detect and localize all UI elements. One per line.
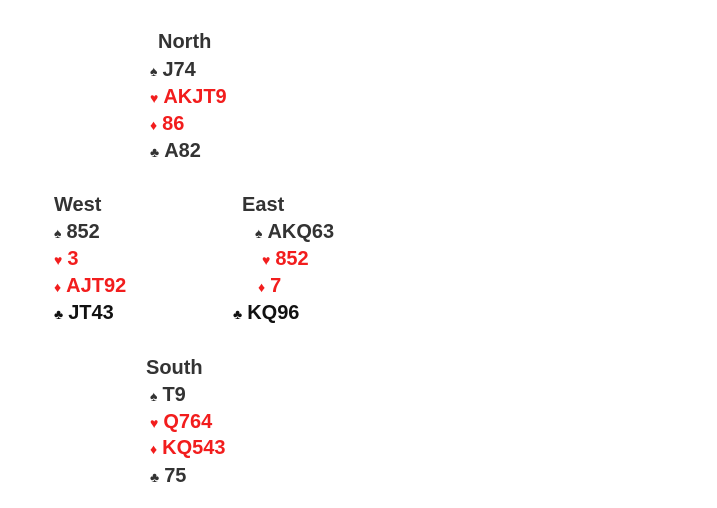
west-label: West bbox=[54, 194, 102, 216]
north-clubs: ♣A82 bbox=[150, 139, 201, 164]
south-hearts: ♥Q764 bbox=[150, 410, 212, 435]
south-diamonds: ♦KQ543 bbox=[150, 436, 226, 461]
east-hearts: ♥852 bbox=[262, 247, 309, 272]
north-hearts-cards: AKJT9 bbox=[163, 86, 227, 108]
north-spades: ♠J74 bbox=[150, 58, 196, 83]
west-diamonds-cards: AJT92 bbox=[66, 275, 127, 297]
diamond-icon: ♦ bbox=[150, 117, 158, 133]
spade-icon: ♠ bbox=[54, 225, 62, 241]
south-diamonds-cards: KQ543 bbox=[162, 437, 226, 459]
west-diamonds: ♦AJT92 bbox=[54, 274, 126, 299]
diamond-icon: ♦ bbox=[258, 279, 266, 295]
north-diamonds-cards: 86 bbox=[162, 113, 185, 135]
west-clubs-cards: JT43 bbox=[68, 302, 114, 324]
spade-icon: ♠ bbox=[150, 63, 158, 79]
diamond-icon: ♦ bbox=[54, 279, 62, 295]
north-clubs-cards: A82 bbox=[164, 140, 201, 162]
south-spades-cards: T9 bbox=[162, 384, 186, 406]
club-icon: ♣ bbox=[233, 306, 243, 322]
club-icon: ♣ bbox=[150, 144, 160, 160]
north-label: North bbox=[158, 31, 212, 53]
east-clubs: ♣KQ96 bbox=[233, 301, 299, 326]
west-hearts-cards: 3 bbox=[67, 248, 79, 270]
heart-icon: ♥ bbox=[150, 415, 159, 431]
east-diamonds-cards: 7 bbox=[270, 275, 282, 297]
east-hearts-cards: 852 bbox=[275, 248, 309, 270]
south-clubs-cards: 75 bbox=[164, 465, 187, 487]
spade-icon: ♠ bbox=[255, 225, 263, 241]
spade-icon: ♠ bbox=[150, 388, 158, 404]
east-spades: ♠AKQ63 bbox=[255, 220, 334, 245]
heart-icon: ♥ bbox=[54, 252, 63, 268]
south-hearts-cards: Q764 bbox=[163, 411, 213, 433]
heart-icon: ♥ bbox=[150, 90, 159, 106]
west-spades-cards: 852 bbox=[66, 221, 100, 243]
south-label: South bbox=[146, 357, 203, 379]
east-diamonds: ♦7 bbox=[258, 274, 281, 299]
heart-icon: ♥ bbox=[262, 252, 271, 268]
north-spades-cards: J74 bbox=[162, 59, 196, 81]
north-diamonds: ♦86 bbox=[150, 112, 184, 137]
west-hearts: ♥3 bbox=[54, 247, 78, 272]
club-icon: ♣ bbox=[54, 306, 64, 322]
south-spades: ♠T9 bbox=[150, 383, 186, 408]
east-spades-cards: AKQ63 bbox=[267, 221, 335, 243]
north-hearts: ♥AKJT9 bbox=[150, 85, 227, 110]
south-clubs: ♣75 bbox=[150, 464, 186, 489]
east-clubs-cards: KQ96 bbox=[247, 302, 300, 324]
club-icon: ♣ bbox=[150, 469, 160, 485]
diamond-icon: ♦ bbox=[150, 441, 158, 457]
west-clubs: ♣JT43 bbox=[54, 301, 114, 326]
east-label: East bbox=[242, 194, 285, 216]
west-spades: ♠852 bbox=[54, 220, 100, 245]
